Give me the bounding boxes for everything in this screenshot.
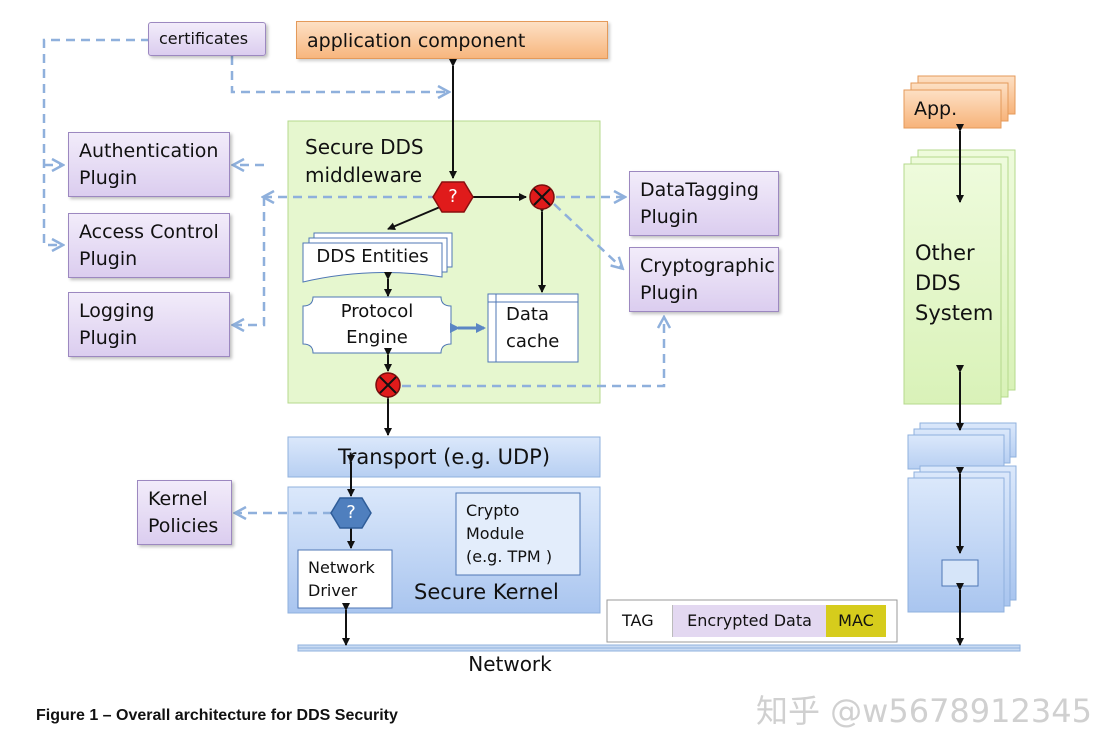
encrypted-data-field: Encrypted Data: [672, 605, 826, 637]
dds-entities-label: DDS Entities: [316, 246, 429, 267]
crypto-module-box: [455, 492, 581, 576]
tag-field: TAG: [612, 605, 672, 637]
protocol-engine-shape: [302, 296, 452, 354]
crypto-cross-bottom: [375, 372, 401, 398]
kernel-decision-symbol: ?: [346, 502, 356, 523]
transport-label: Transport (e.g. UDP): [337, 445, 551, 469]
network-driver-box: [297, 549, 393, 609]
remote-transport-stack: [907, 422, 1017, 470]
kernel-decision-hexagon: [330, 497, 372, 529]
data-cache-shape: [487, 293, 579, 363]
secure-dds-middleware-label: Secure DDS middleware: [305, 135, 424, 187]
dds-entities-stack: [302, 232, 453, 283]
cryptographic-plugin-box: Cryptographic Plugin: [629, 247, 779, 312]
data-cache-label: Data cache: [506, 304, 560, 352]
transport-box: [287, 436, 601, 478]
access-control-plugin-box: Access Control Plugin: [68, 213, 230, 278]
network-label: Network: [468, 652, 552, 676]
network-bus: [297, 644, 1021, 652]
mac-field: MAC: [826, 605, 886, 637]
secure-kernel-label: Secure Kernel: [414, 580, 559, 604]
app-label: App.: [914, 98, 958, 120]
middleware-decision-symbol: ?: [448, 186, 458, 207]
crypto-cross-top: [529, 184, 555, 210]
authentication-plugin-box: Authentication Plugin: [68, 132, 230, 197]
crypto-module-label: Crypto Module (e.g. TPM ): [466, 501, 553, 566]
logging-plugin-box: Logging Plugin: [68, 292, 230, 357]
watermark-text: 知乎 @w5678912345: [756, 692, 1092, 730]
dashed-connectors: [42, 38, 664, 513]
certificates-box: certificates: [148, 22, 266, 56]
middleware-decision-hexagon: [432, 181, 474, 213]
remote-kernel-stack: [907, 465, 1017, 613]
kernel-policies-box: Kernel Policies: [137, 480, 232, 545]
figure-caption: Figure 1 – Overall architecture for DDS …: [36, 707, 398, 724]
datatagging-plugin-box: DataTagging Plugin: [629, 171, 779, 236]
network-driver-label: Network Driver: [308, 558, 375, 600]
app-stack: [903, 75, 1016, 129]
protocol-engine-label: Protocol Engine: [340, 301, 414, 348]
other-dds-system-label: Other DDS System: [915, 241, 994, 325]
application-component-box: application component: [296, 21, 608, 59]
solid-connectors: [342, 59, 964, 646]
